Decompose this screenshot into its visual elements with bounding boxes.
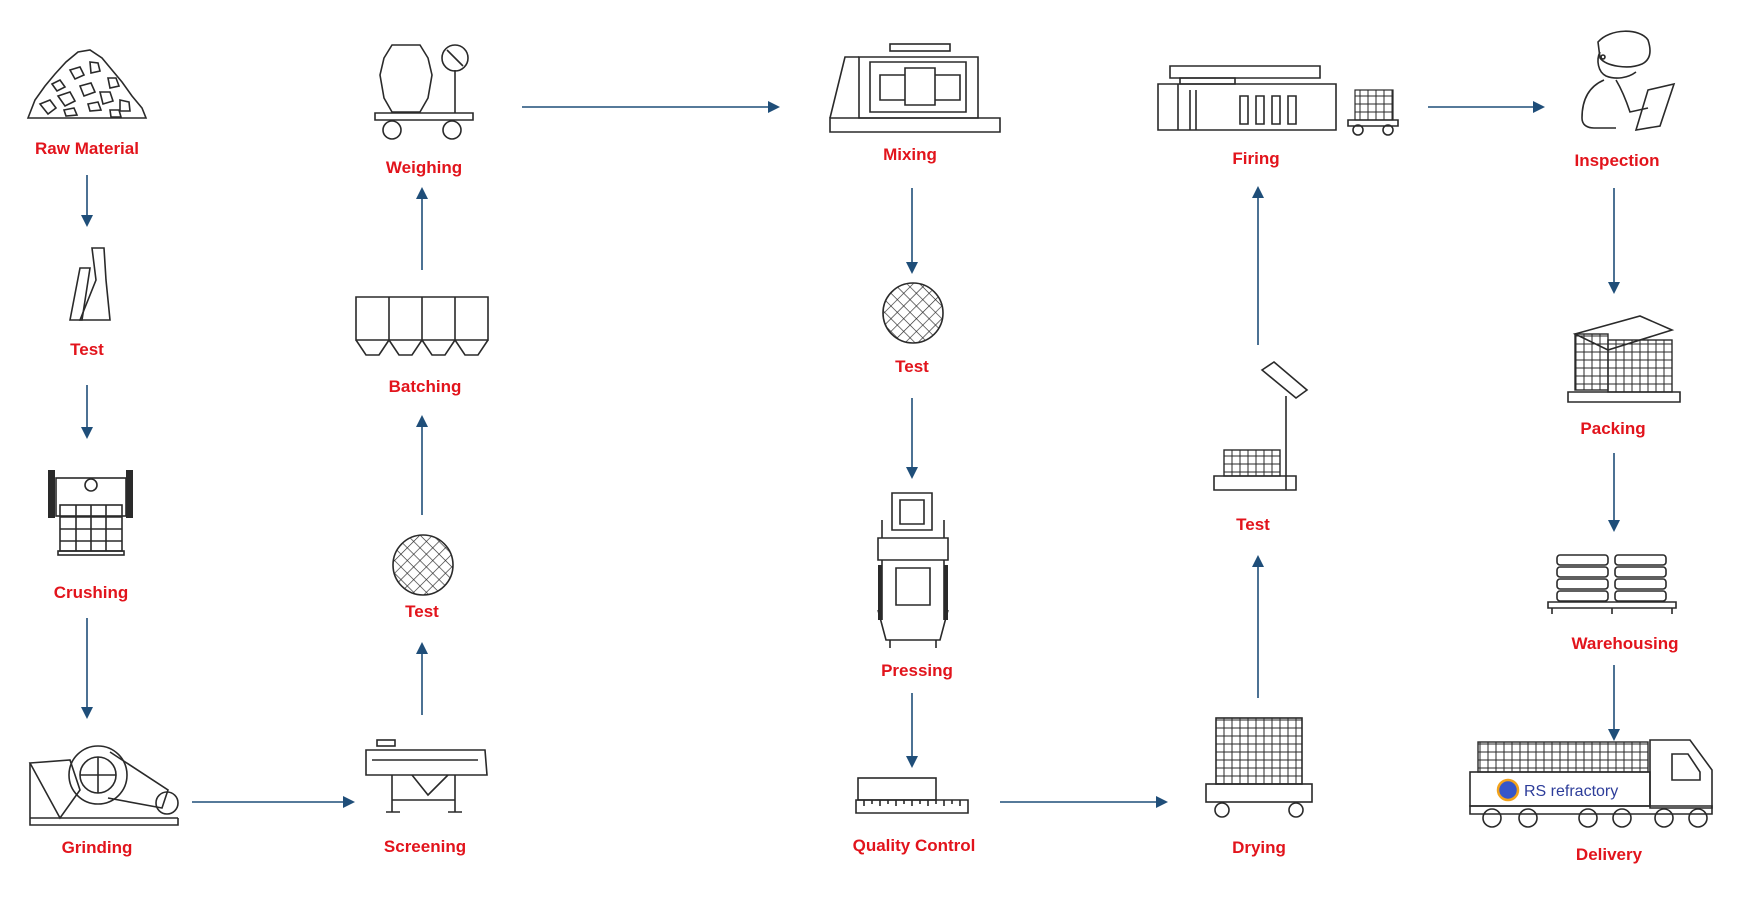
step-label-batching: Batching (388, 377, 462, 396)
sieve-icon (392, 534, 454, 596)
arrow-test-to-crushing (81, 385, 93, 439)
step-label-test: Test (1236, 515, 1270, 534)
step-label-raw-material: Raw Material (35, 139, 139, 158)
rs-refractory-logo: RS refractory (1496, 778, 1618, 802)
arrow-firing-to-inspection (1428, 101, 1545, 113)
packed-pallet-icon (1567, 315, 1681, 403)
step-label-test: Test (405, 602, 439, 621)
step-label-drying: Drying (1232, 838, 1286, 857)
kiln-icon (1157, 65, 1399, 136)
arrow-raw-to-test (81, 175, 93, 227)
step-label-packing: Packing (1580, 419, 1646, 438)
step-label-screening: Screening (383, 837, 467, 856)
step-label-weighing: Weighing (385, 158, 463, 177)
arrow-batching-to-weighing (416, 187, 428, 270)
step-label-delivery: Delivery (1575, 845, 1643, 864)
drying-rack-icon (1205, 717, 1313, 818)
step-label-grinding: Grinding (61, 838, 133, 857)
arrow-grinding-to-screening (192, 796, 355, 808)
arrow-mixing-to-test (906, 188, 918, 274)
arrow-test-to-firing (1252, 186, 1264, 345)
step-label-test: Test (895, 357, 929, 376)
sieve-icon (882, 282, 944, 344)
arrow-qc-to-drying (1000, 796, 1168, 808)
screening-machine-icon (365, 739, 488, 813)
arrow-inspection-to-packing (1608, 188, 1620, 294)
rock-pile-icon (26, 49, 148, 119)
lab-flasks-icon (69, 247, 111, 321)
arrow-crushing-to-grinding (81, 618, 93, 719)
arrow-test-to-pressing (906, 398, 918, 479)
arrow-packing-to-warehousing (1608, 453, 1620, 532)
platform-scale-icon (1213, 360, 1309, 491)
crusher-icon (48, 470, 133, 556)
step-label-test: Test (70, 340, 104, 359)
inspector-icon (1581, 30, 1676, 132)
globe-icon (1496, 778, 1520, 802)
step-label-quality-control: Quality Control (852, 836, 976, 855)
arrow-pressing-to-qc (906, 693, 918, 768)
grinding-machine-icon (28, 745, 179, 826)
arrow-weighing-to-mixing (522, 101, 780, 113)
step-label-firing: Firing (1232, 149, 1280, 168)
arrow-test-to-batching (416, 415, 428, 515)
truck-logo-text: RS refractory (1524, 783, 1618, 800)
weighing-scale-icon (374, 44, 474, 140)
arrow-warehousing-to-delivery (1608, 665, 1620, 741)
flow-arrows (81, 101, 1620, 808)
delivery-truck-icon: RS refractory (1469, 739, 1713, 828)
arrow-drying-to-test (1252, 555, 1264, 698)
step-label-warehousing: Warehousing (1571, 634, 1679, 653)
step-label-inspection: Inspection (1574, 151, 1660, 170)
mixing-machine-icon (829, 43, 1001, 133)
warehouse-stack-icon (1547, 554, 1677, 614)
press-machine-icon (877, 492, 949, 648)
arrow-screening-to-test (416, 642, 428, 715)
step-label-mixing: Mixing (883, 145, 937, 164)
batching-bins-icon (355, 296, 489, 356)
ruler-icon (855, 777, 969, 814)
step-label-pressing: Pressing (881, 661, 953, 680)
step-label-crushing: Crushing (53, 583, 129, 602)
